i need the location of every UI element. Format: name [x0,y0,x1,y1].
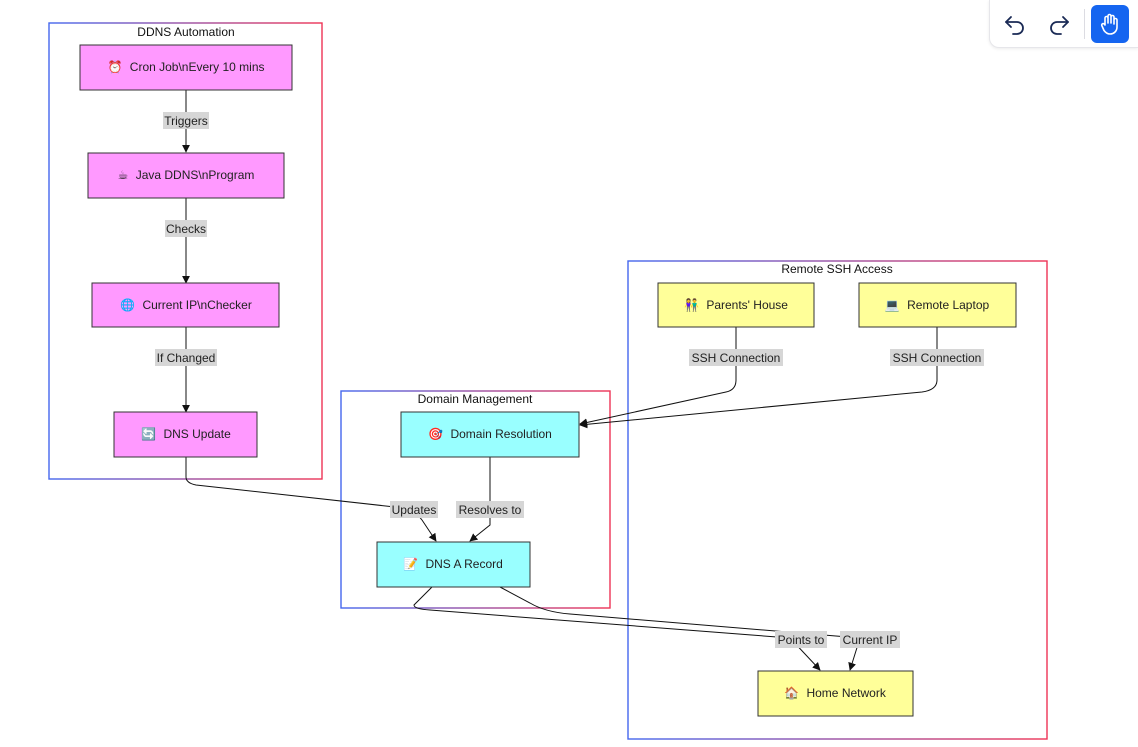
toolbar-separator [1084,8,1085,39]
edge-label-ssh-laptop: SSH Connection [890,349,984,366]
globe-icon: 🌐 [120,298,135,312]
redo-button[interactable] [1040,5,1078,43]
edge-resolves-to [469,457,491,542]
pan-tool-button[interactable] [1091,4,1129,43]
svg-text:Resolves to: Resolves to [459,503,522,517]
svg-text:⏰ Cron Job\nEvery 10 min: ⏰ Cron Job\nEvery 10 mins [107,59,264,74]
node-domain-resolution[interactable]: 🎯 Domain Resolution [400,411,580,458]
edge-label-points-to: Points to [775,631,827,648]
svg-text:SSH Connection: SSH Connection [692,351,781,365]
coffee-icon: ☕ [118,168,129,182]
svg-text:💻 Remote Laptop: 💻 Remote Laptop [885,298,990,312]
canvas-toolbar [989,0,1138,48]
edge-label-current-ip: Current IP [840,631,900,648]
node-parents-house[interactable]: 👫 Parents' House [657,282,815,328]
svg-text:Checks: Checks [166,222,206,236]
svg-text:Triggers: Triggers [164,114,208,128]
edge-label-ssh-parents: SSH Connection [689,349,783,366]
edge-label-checks: Checks [165,220,207,237]
svg-text:☕ Java DDNS\nProgram: ☕ Java DDNS\nProgram [118,168,255,182]
svg-text:👫 Parents' House: 👫 Parents' House [684,298,788,312]
node-java-program[interactable]: ☕ Java DDNS\nProgram [87,152,285,199]
svg-text:Current IP: Current IP [843,633,898,647]
svg-text:Updates: Updates [392,503,437,517]
svg-text:🔄 DNS Update: 🔄 DNS Update [141,427,231,441]
svg-text:🏠 Home Network: 🏠 Home Network [784,686,887,700]
edge-ssh-parents [579,327,737,427]
couple-icon: 👫 [684,298,699,312]
svg-text:If Changed: If Changed [157,351,216,365]
node-dns-a-record[interactable]: 📝 DNS A Record [376,541,531,588]
edge-label-triggers: Triggers [163,112,209,129]
undo-button[interactable] [996,5,1034,43]
edge-ssh-laptop [579,327,938,429]
cluster-ddns-automation: DDNS Automation [48,22,323,480]
edge-points-to [413,586,821,671]
laptop-icon: 💻 [885,298,900,312]
cluster-title-domain: Domain Management [418,392,533,406]
svg-text:🌐 Current IP\nChecker: 🌐 Current IP\nChecker [120,298,252,312]
svg-text:🎯 Domain Resolution: 🎯 Domain Resolution [428,427,552,441]
node-cron-job[interactable]: ⏰ Cron Job\nEvery 10 mins [79,44,293,91]
edge-label-updates: Updates [390,501,438,518]
undo-icon [1005,15,1024,35]
edge-label-if-changed: If Changed [155,349,217,366]
memo-icon: 📝 [403,557,418,571]
edge-current-ip [499,586,861,671]
cluster-domain-management: Domain Management [340,390,611,609]
svg-text:📝 DNS A Record: 📝 DNS A Record [403,557,503,571]
house-icon: 🏠 [784,686,799,700]
clock-icon: ⏰ [107,59,122,74]
cluster-title-ssh: Remote SSH Access [781,262,892,276]
hand-icon [1100,13,1118,35]
node-remote-laptop[interactable]: 💻 Remote Laptop [858,282,1017,328]
node-ip-checker[interactable]: 🌐 Current IP\nChecker [91,282,280,328]
target-icon: 🎯 [428,427,443,441]
svg-text:Points to: Points to [778,633,825,647]
cluster-remote-ssh: Remote SSH Access [627,260,1048,740]
edge-updates [185,457,437,542]
edges [182,90,938,671]
cluster-title-ddns: DDNS Automation [137,25,234,39]
refresh-icon: 🔄 [141,427,156,441]
edge-label-resolves-to: Resolves to [456,501,524,518]
node-dns-update[interactable]: 🔄 DNS Update [113,411,258,458]
svg-text:SSH Connection: SSH Connection [893,351,982,365]
node-home-network[interactable]: 🏠 Home Network [757,670,914,717]
redo-icon [1050,15,1069,35]
